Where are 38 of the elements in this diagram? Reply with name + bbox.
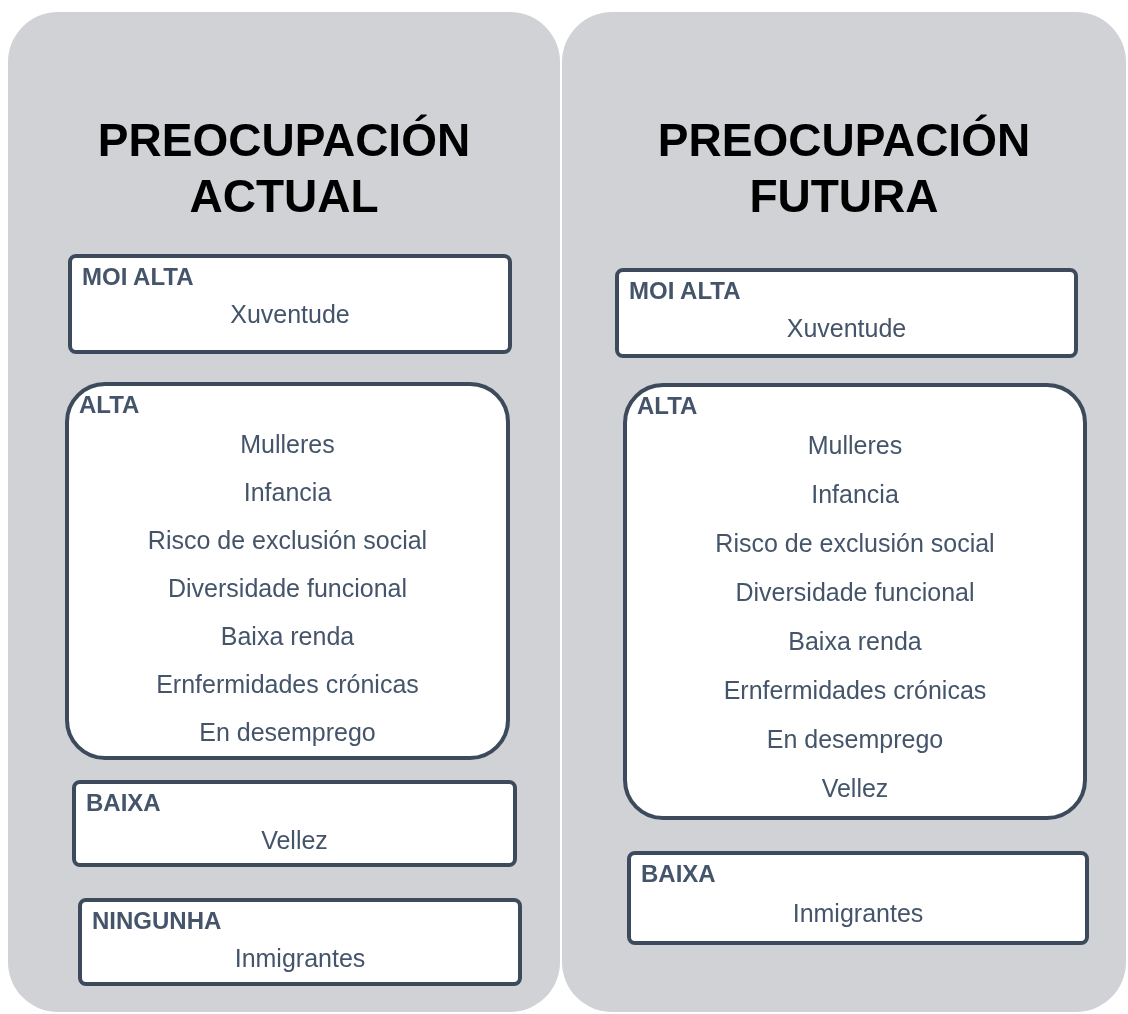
group-label: Vellez [261, 825, 328, 856]
group-label: Mulleres [807, 430, 903, 461]
group-label: Ernfermidades crónicas [723, 675, 987, 706]
group-label: Infancia [243, 477, 332, 508]
group-label: Xuventude [786, 313, 907, 344]
group-label: En desemprego [199, 717, 376, 748]
group-label: Ernfermidades crónicas [156, 669, 419, 700]
category-box [627, 851, 1089, 945]
category-box [615, 268, 1078, 358]
group-label: En desemprego [766, 724, 944, 755]
column-panel [8, 12, 560, 1012]
level-heading: MOI ALTA [82, 262, 194, 292]
group-label: Xuventude [230, 299, 350, 330]
group-label: Inmigrantes [234, 943, 366, 974]
category-box [72, 780, 517, 867]
level-heading: BAIXA [86, 788, 161, 818]
category-box [65, 382, 510, 760]
group-label: Mulleres [240, 429, 335, 460]
group-label: Baixa renda [220, 621, 355, 652]
panel-title: PREOCUPACIÓN ACTUAL [96, 113, 472, 224]
level-heading: ALTA [637, 391, 698, 421]
category-box [623, 383, 1087, 820]
level-heading: NINGUNHA [92, 906, 222, 936]
level-heading: MOI ALTA [629, 276, 741, 306]
group-label: Infancia [811, 479, 899, 510]
group-label: Risco de exclusión social [147, 525, 428, 556]
column-panel [562, 12, 1126, 1012]
category-box [78, 898, 522, 986]
group-label: Diversidade funcional [168, 573, 407, 604]
group-label: Vellez [821, 773, 889, 804]
level-heading: BAIXA [641, 859, 716, 889]
group-label: Inmigrantes [792, 898, 924, 929]
group-label: Baixa renda [788, 626, 922, 657]
group-label: Diversidade funcional [735, 577, 975, 608]
panel-title: PREOCUPACIÓN FUTURA [656, 113, 1032, 224]
group-label: Risco de exclusión social [715, 528, 995, 559]
category-box [68, 254, 512, 354]
level-heading: ALTA [79, 390, 140, 420]
